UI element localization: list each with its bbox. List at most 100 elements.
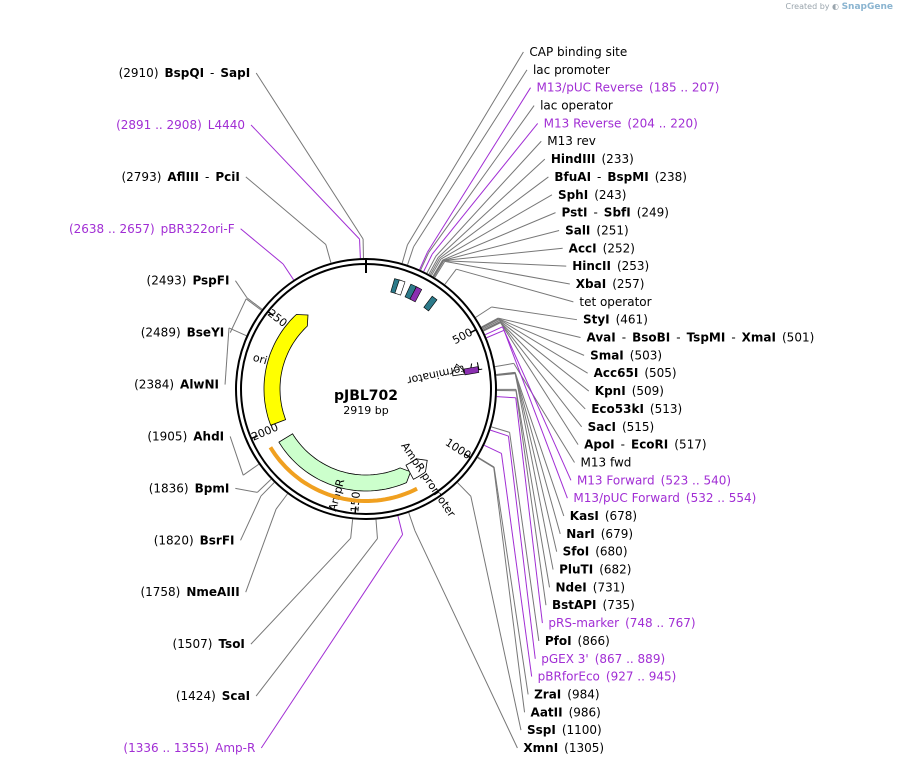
feature-mark-m13-fwd bbox=[463, 366, 480, 376]
plasmid-name: pJBL702 bbox=[334, 388, 398, 404]
leader-inner-1424-scai bbox=[375, 519, 378, 539]
map-label-lac-operator: lac operator bbox=[540, 99, 613, 113]
label-part: pGEX 3' bbox=[541, 652, 588, 666]
label-part: NdeI bbox=[556, 580, 587, 594]
label-part: (1424) bbox=[176, 689, 216, 703]
leader-inner-sspi-1100 bbox=[457, 482, 472, 497]
label-part: ZraI bbox=[534, 687, 561, 701]
leader-outer-1905-ahdi bbox=[229, 436, 244, 476]
label-part: (1820) bbox=[154, 533, 194, 547]
map-label-1820-bsrfi: (1820)BsrFI bbox=[154, 533, 235, 547]
leader-outer-pgex-3-867-889 bbox=[507, 435, 536, 659]
feature-mark-tet-operator bbox=[423, 295, 438, 312]
leader-outer-m13-puc-reverse-185-207 bbox=[426, 87, 531, 253]
label-part: StyI bbox=[583, 313, 610, 327]
label-part: (1305) bbox=[564, 741, 604, 755]
leader-outer-sspi-1100 bbox=[470, 496, 522, 731]
leader-inner-pluti-682 bbox=[496, 373, 516, 377]
map-label-2384-alwni: (2384)AlwNI bbox=[134, 378, 219, 392]
map-label-saci-515: SacI(515) bbox=[588, 420, 655, 434]
plasmid-backbone bbox=[235, 258, 497, 520]
label-part: SphI bbox=[558, 188, 588, 202]
leader-outer-m13-fwd bbox=[513, 363, 575, 463]
label-part: AccI bbox=[569, 241, 597, 255]
label-part: (509) bbox=[632, 384, 664, 398]
label-part: XmaI bbox=[742, 331, 776, 345]
leader-outer-hincii-253 bbox=[443, 260, 567, 267]
label-part: (2493) bbox=[147, 274, 187, 288]
map-label-2493-pspfi: (2493)PspFI bbox=[147, 274, 230, 288]
label-part: HindIII bbox=[551, 152, 596, 166]
leader-outer-zrai-984 bbox=[493, 466, 529, 695]
leader-outer-2384-alwni bbox=[224, 327, 230, 385]
label-connector-lines bbox=[224, 51, 590, 749]
leader-inner-m13-fwd bbox=[494, 362, 514, 368]
feature-arrow-ampr bbox=[278, 433, 412, 492]
leader-inner-1820-bsrfi bbox=[260, 482, 275, 497]
label-part: KpnI bbox=[595, 384, 626, 398]
label-part: - bbox=[205, 170, 209, 184]
map-label-aatii-986: AatII(986) bbox=[531, 705, 601, 719]
map-label-acc65i-505: Acc65I(505) bbox=[594, 366, 677, 380]
label-part: EcoRI bbox=[631, 438, 668, 452]
map-label-hindiii-233: HindIII(233) bbox=[551, 152, 634, 166]
label-part: lac promoter bbox=[533, 63, 610, 77]
tick-mark-500 bbox=[469, 329, 477, 334]
label-part: M13 Forward bbox=[577, 473, 655, 487]
leader-outer-m13-forward-523-540 bbox=[502, 326, 572, 481]
label-part: (501) bbox=[782, 331, 814, 345]
label-part: BseYI bbox=[187, 326, 225, 340]
map-label-prs-marker-748-767: pRS-marker(748 .. 767) bbox=[548, 616, 695, 630]
leader-outer-lac-promoter bbox=[413, 69, 528, 248]
feature-mark-lac-promoter bbox=[394, 279, 406, 296]
leader-outer-styi-461 bbox=[491, 306, 578, 321]
leader-inner-aatii-986 bbox=[477, 457, 495, 469]
tick-mark-2000 bbox=[250, 435, 258, 440]
map-label-styi-461: StyI (461) bbox=[583, 313, 648, 327]
feature-arrow-ori bbox=[263, 314, 309, 426]
leader-outer-2489-bseyi bbox=[229, 298, 247, 333]
feature-mark-m13-rev bbox=[409, 286, 423, 303]
label-part: (257) bbox=[612, 277, 644, 291]
label-part: SmaI bbox=[590, 348, 624, 362]
leader-outer-1820-bsrfi bbox=[240, 495, 262, 541]
label-part: BspQI bbox=[165, 66, 205, 80]
leader-inner-m13-forward-523-540 bbox=[484, 326, 503, 336]
leader-outer-m13-rev bbox=[435, 140, 542, 257]
map-label-kasi-678: KasI(678) bbox=[570, 509, 637, 523]
map-label-tet-operator: tet operator bbox=[579, 295, 651, 309]
label-part: (204 .. 220) bbox=[627, 116, 697, 130]
map-labels: (2910)BspQI-SapI(2891 .. 2908)L4440(2793… bbox=[69, 45, 814, 755]
map-label-m13-forward-523-540: M13 Forward(523 .. 540) bbox=[577, 473, 731, 487]
leader-outer-eco53ki-513 bbox=[499, 321, 586, 410]
label-part: (731) bbox=[593, 580, 625, 594]
label-part: (1758) bbox=[140, 585, 180, 599]
label-part: - bbox=[210, 66, 214, 80]
label-part: (185 .. 207) bbox=[649, 81, 719, 95]
map-label-sali-251: SalI(251) bbox=[565, 223, 629, 237]
leader-inner-2384-alwni bbox=[228, 327, 247, 337]
map-label-m13-puc-forward-532-554: M13/pUC Forward(532 .. 554) bbox=[573, 491, 756, 505]
label-part: TsoI bbox=[218, 637, 244, 651]
leader-outer-sfoi-680 bbox=[514, 372, 558, 552]
leader-outer-2638-2657-pbr322ori-f bbox=[240, 228, 284, 265]
map-label-m13-reverse-204-220: M13 Reverse(204 .. 220) bbox=[544, 116, 698, 130]
leader-outer-1836-bpmi bbox=[235, 487, 258, 493]
map-label-pgex-3-867-889: pGEX 3'(867 .. 889) bbox=[541, 652, 665, 666]
label-part: (461) bbox=[616, 313, 648, 327]
leader-outer-xbai-257 bbox=[444, 260, 570, 285]
map-label-2793-afliii-pcii: (2793)AflIII-PciI bbox=[121, 170, 239, 184]
map-label-ndei-731: NdeI (731) bbox=[556, 580, 626, 594]
label-part: (866) bbox=[578, 634, 610, 648]
tick-label-2000: 2000 bbox=[249, 421, 280, 444]
label-part: - bbox=[622, 331, 626, 345]
leader-outer-avai-bsobi-tspmi-xmai-501 bbox=[498, 317, 581, 339]
map-label-eco53ki-513: Eco53kI(513) bbox=[591, 402, 682, 416]
feature-label-ori: ori bbox=[252, 351, 269, 367]
label-part: tet operator bbox=[579, 295, 651, 309]
label-part: (2489) bbox=[141, 326, 181, 340]
label-part: - bbox=[621, 438, 625, 452]
leader-inner-saci-515 bbox=[483, 321, 501, 332]
leader-outer-bstapi-735 bbox=[515, 390, 547, 606]
label-part: ScaI bbox=[222, 689, 250, 703]
